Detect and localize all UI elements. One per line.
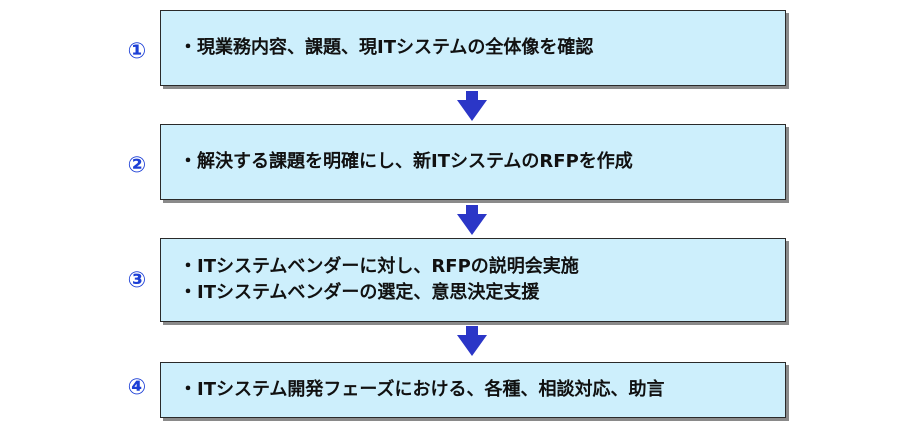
step-1-number: ①: [127, 38, 147, 64]
step-3-text-1: ・ITシステムベンダーに対し、RFPの説明会実施: [179, 256, 579, 277]
step-4-box: ・ITシステム開発フェーズにおける、各種、相談対応、助言: [160, 362, 786, 418]
step-4-number: ④: [127, 374, 147, 400]
step-3-number: ③: [127, 267, 147, 293]
down-arrow-icon: [457, 91, 487, 121]
step-3-box: ・ITシステムベンダーに対し、RFPの説明会実施 ・ITシステムベンダーの選定、…: [160, 238, 786, 322]
step-2-text: ・解決する課題を明確にし、新ITシステムのRFPを作成: [179, 151, 633, 172]
step-2-box: ・解決する課題を明確にし、新ITシステムのRFPを作成: [160, 124, 786, 200]
step-2-number: ②: [127, 152, 147, 178]
step-3-text-2: ・ITシステムベンダーの選定、意思決定支援: [179, 282, 540, 303]
down-arrow-icon: [457, 326, 487, 356]
down-arrow-icon: [457, 205, 487, 235]
step-1-box: ・現業務内容、課題、現ITシステムの全体像を確認: [160, 10, 786, 86]
step-1-text: ・現業務内容、課題、現ITシステムの全体像を確認: [179, 37, 594, 58]
step-4-text: ・ITシステム開発フェーズにおける、各種、相談対応、助言: [179, 379, 665, 400]
